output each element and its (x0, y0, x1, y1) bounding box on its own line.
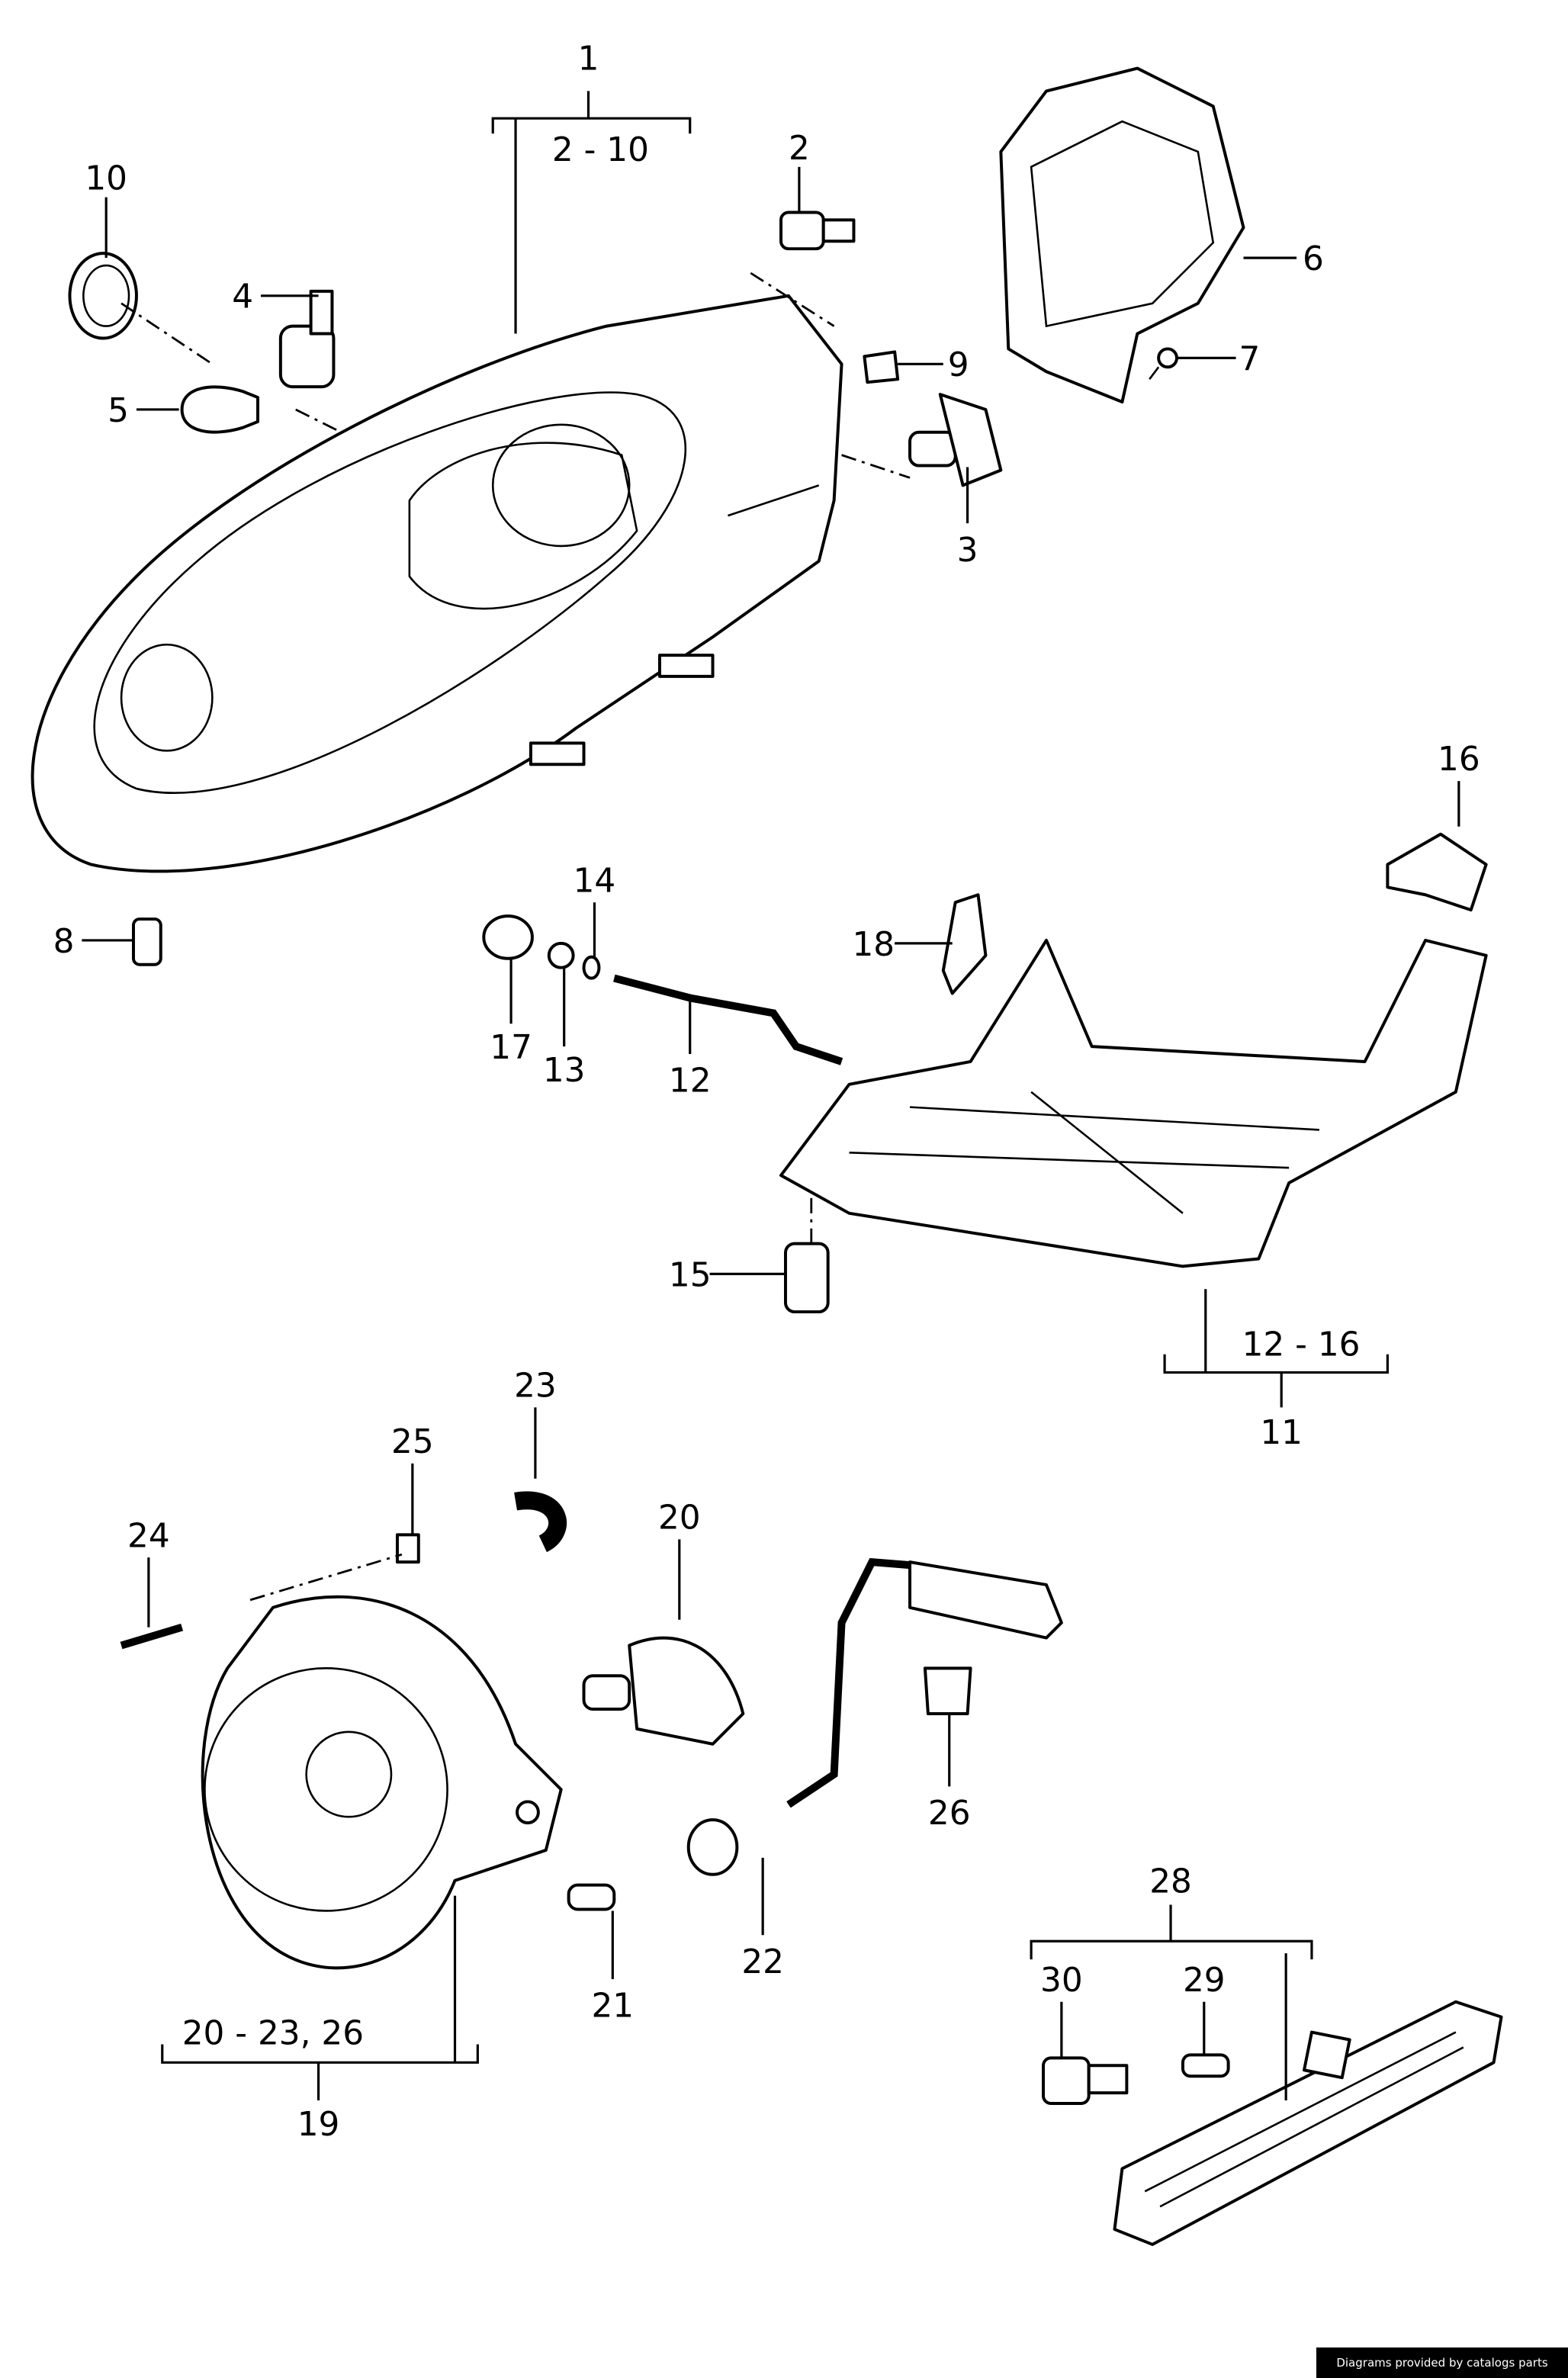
indicator-bulb[interactable] (180, 385, 260, 434)
washer-14[interactable] (582, 955, 601, 980)
callout-14[interactable]: 14 (574, 861, 616, 900)
callout-1[interactable]: 1 (578, 40, 599, 79)
callout-29[interactable]: 29 (1183, 1961, 1226, 2000)
bulb-h7[interactable] (779, 210, 856, 251)
hose-23[interactable] (514, 1491, 567, 1553)
callout-11-range: 12 - 16 (1242, 1326, 1361, 1364)
headlight-assembly[interactable] (31, 294, 843, 873)
bulb-h10[interactable] (582, 1636, 745, 1746)
grommet-17[interactable] (482, 914, 534, 960)
clip-26[interactable] (923, 1666, 972, 1715)
callout-18[interactable]: 18 (852, 925, 895, 964)
bulb-h9[interactable] (908, 393, 1003, 487)
callout-25[interactable]: 25 (391, 1422, 434, 1461)
callout-4[interactable]: 4 (232, 278, 253, 317)
callout-3[interactable]: 3 (957, 531, 978, 570)
callout-6[interactable]: 6 (1303, 239, 1324, 278)
callout-13[interactable]: 13 (543, 1051, 586, 1090)
callout-21[interactable]: 21 (591, 1987, 634, 2026)
callout-22[interactable]: 22 (741, 1943, 784, 1981)
callout-19-range: 20 - 23, 26 (182, 2013, 364, 2052)
bushing-15[interactable] (784, 1242, 830, 1314)
bulb-21[interactable] (567, 1883, 616, 1911)
callout-26[interactable]: 26 (928, 1794, 971, 1833)
callout-23[interactable]: 23 (514, 1366, 557, 1405)
callout-7[interactable]: 7 (1239, 339, 1261, 378)
fog-light-assembly[interactable] (201, 1595, 563, 1970)
leader-lines (82, 91, 1460, 2101)
bulb-socket[interactable] (278, 289, 336, 389)
watermark: Diagrams provided by catalogs parts (1316, 2347, 1568, 2378)
headlight-cover[interactable] (999, 66, 1245, 404)
callout-15[interactable]: 15 (669, 1255, 712, 1294)
callout-1-range: 2 - 10 (552, 130, 649, 169)
callout-2[interactable]: 2 (789, 129, 810, 168)
callout-5[interactable]: 5 (108, 391, 129, 430)
callout-16[interactable]: 16 (1438, 740, 1480, 779)
sensor-8[interactable] (131, 917, 162, 966)
callout-17[interactable]: 17 (490, 1028, 532, 1067)
nut-13[interactable] (547, 941, 575, 969)
screw-7[interactable] (1149, 347, 1178, 380)
side-marker-light[interactable] (1113, 2000, 1503, 2246)
sealing-cap[interactable] (68, 252, 138, 340)
callout-8[interactable]: 8 (53, 922, 75, 961)
socket-30[interactable] (1042, 2056, 1129, 2105)
callout-10[interactable]: 10 (85, 159, 127, 198)
screw-24[interactable] (120, 1623, 184, 1650)
bulb-29[interactable] (1181, 2053, 1230, 2078)
headlight-carrier[interactable] (779, 832, 1488, 1268)
callout-24[interactable]: 24 (127, 1516, 170, 1555)
callout-28[interactable]: 28 (1149, 1862, 1192, 1901)
callout-11[interactable]: 11 (1260, 1413, 1303, 1452)
wiring-harness[interactable] (686, 1557, 1063, 1876)
callout-9[interactable]: 9 (948, 345, 969, 384)
adjusting-rod[interactable] (613, 974, 843, 1065)
callout-12[interactable]: 12 (669, 1062, 712, 1101)
callout-30[interactable]: 30 (1040, 1961, 1083, 2000)
nut-25[interactable] (395, 1533, 420, 1564)
callout-20[interactable]: 20 (658, 1498, 701, 1537)
callout-19[interactable]: 19 (297, 2105, 340, 2144)
clip[interactable] (863, 350, 900, 384)
